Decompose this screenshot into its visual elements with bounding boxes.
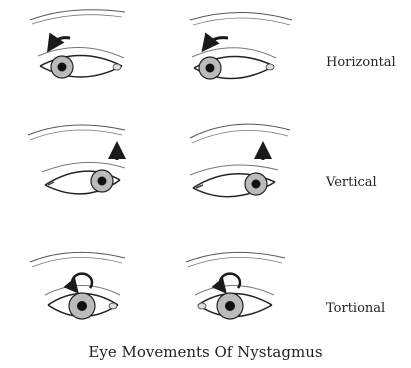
eye-left xyxy=(30,252,125,319)
eye-right xyxy=(190,13,292,80)
figure-caption: Eye Movements Of Nystagmus xyxy=(0,343,411,361)
eye-pair-tortional xyxy=(30,252,285,319)
eye-right xyxy=(186,252,285,319)
eye-pair-horizontal xyxy=(30,10,292,79)
eye-pair-vertical xyxy=(28,124,290,197)
label-horizontal: Horizontal xyxy=(326,55,396,70)
eye-left xyxy=(28,125,125,194)
label-tortional: Tortional xyxy=(326,301,385,316)
label-vertical: Vertical xyxy=(326,175,377,190)
eye-left xyxy=(30,10,125,78)
eye-right xyxy=(190,124,290,197)
